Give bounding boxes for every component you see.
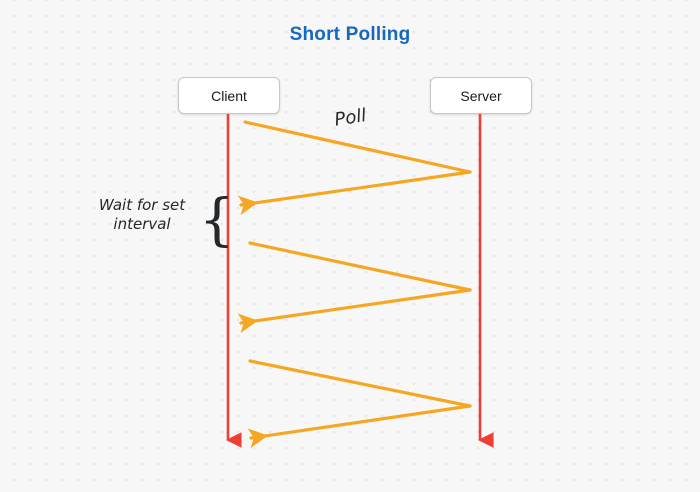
message-arrow-poll-3-request xyxy=(248,359,472,408)
participant-box-server[interactable]: Server xyxy=(430,77,532,114)
participant-box-client[interactable]: Client xyxy=(178,77,280,114)
participant-label-server: Server xyxy=(460,87,502,104)
curly-brace-icon: { xyxy=(199,188,235,253)
message-arrow-poll-3-response xyxy=(247,404,472,449)
message-arrow-poll-2-response xyxy=(237,288,472,334)
message-arrow-poll-2-request xyxy=(248,241,472,292)
participant-label-client: Client xyxy=(211,87,247,104)
message-arrow-poll-1-request xyxy=(243,120,472,174)
page-title: Short Polling xyxy=(289,24,411,45)
message-arrow-poll-1-response xyxy=(237,170,472,216)
annotation-wait-interval: Wait for set interval xyxy=(98,196,186,233)
